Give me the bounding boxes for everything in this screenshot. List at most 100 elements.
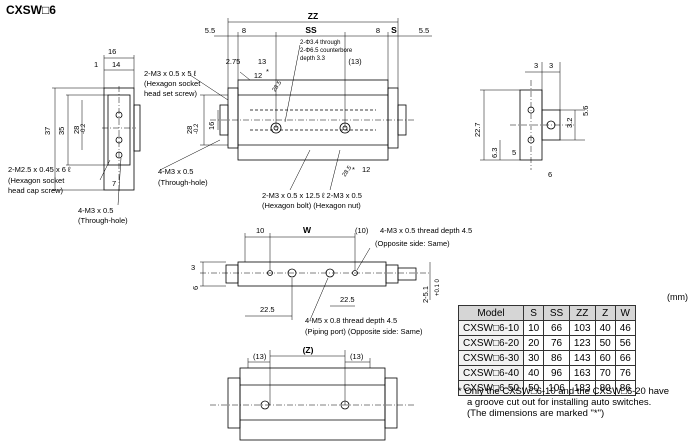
dim-13-bottom-left: (13) [253,352,267,361]
cell: 106 [543,380,570,396]
callout-piping: (Piping port) (Opposite side: Same) [305,327,423,336]
cell: 50 [594,335,616,351]
z-label: (Z) [303,345,314,355]
callout-m2-5: 2-M2.5 x 0.45 x 6 ℓ [8,165,71,174]
callout-opposite: (Opposite side: Same) [375,239,450,248]
dim-8-right: 8 [376,26,380,35]
dim-8-left: 8 [242,26,246,35]
star-bottom: * [352,165,355,174]
cell: CXSW□6-30 [457,350,525,366]
callout-m3x5: 2-M3 x 0.5 x 5 ℓ [144,69,197,78]
front-view [210,79,415,161]
drawing-title: CXSW□6 [6,3,56,17]
cell: CXSW□6-20 [457,335,525,351]
cell: 50 [523,380,545,396]
table-row: CXSW□6-30 30 86 143 60 66 [457,350,636,366]
col-ss: SS [543,305,570,321]
cell: 86 [543,350,570,366]
dim-28-tol: -0.2 [81,123,87,134]
cell: 20 [523,335,545,351]
cell: 66 [614,350,636,366]
table-row: CXSW□6-50 50 106 183 80 86 [457,380,636,396]
dim-3-side: 3 [191,263,195,272]
callout-through-hole-mid: (Through-hole) [158,178,208,187]
dim-6-3: 6.3 [490,148,499,158]
footnote: * Only the CXSW□6-10 and the CXSW□6-20 h… [458,386,698,419]
cell: 30 [523,350,545,366]
dim-28-5-top: 28.5 [272,80,284,94]
cell: 86 [614,380,636,396]
callout-m5: 4-M5 x 0.8 thread depth 4.5 [305,316,397,325]
cell: 60 [594,350,616,366]
cell: 40 [594,320,616,336]
dim-1: 1 [94,60,98,69]
col-s: S [523,305,545,321]
dim-2-5-1-tol: +0.1 0 [435,278,441,296]
right-end-view [510,80,575,170]
dimension-table: Model S SS ZZ Z W CXSW□6-10 10 66 103 40… [457,305,636,396]
cell: 76 [614,365,636,381]
bottom-view [210,367,415,441]
callout-hex-socket: (Hexagon socket [144,79,201,88]
dim-10: 10 [256,226,264,235]
table-header-row: Model S SS ZZ Z W [457,305,636,321]
col-z: Z [594,305,616,321]
cell: 56 [614,335,636,351]
dim-3-2: 3.2 [565,118,574,128]
dim-35: 35 [57,127,66,135]
callout-thread: 4-M3 x 0.5 thread depth 4.5 [380,226,472,235]
cell: CXSW□6-40 [457,365,525,381]
dim-6-side: 6 [191,286,200,290]
dim-22-7: 22.7 [473,122,482,137]
dim-2-75: 2.75 [226,57,241,66]
cell: 66 [543,320,570,336]
table-row: CXSW□6-20 20 76 123 50 56 [457,335,636,351]
dim-22-5-b: 22.5 [340,295,355,304]
callout-bolt-sub: (Hexagon bolt) (Hexagon nut) [262,201,361,210]
dim-28: 28 [72,126,81,134]
callout-counterbore: 2-Φ6.5 counterbore [300,48,353,54]
cell: 163 [568,365,596,381]
cell: 70 [594,365,616,381]
cell: 103 [568,320,596,336]
dim-28-side: 28 [185,126,194,134]
footnote-line: (The dimensions are marked "*") [467,408,605,419]
table-row: CXSW□6-10 10 66 103 40 46 [457,320,636,336]
left-end-view [102,86,141,192]
dim-37: 37 [43,127,52,135]
dim-28-5-bottom: 28.5 [342,165,354,179]
cell: 40 [523,365,545,381]
dim-3-a: 3 [534,61,538,70]
footnote-line: * Only the CXSW□6-10 and the CXSW□6-20 h… [458,386,670,397]
callout-m3-through-mid: 4-M3 x 0.5 [158,167,193,176]
footnote-line: a groove cut out for installing auto swi… [467,397,652,408]
callout-head-set: head set screw) [144,89,197,98]
dim-5: 5 [512,148,516,157]
star-top: * [266,67,269,76]
dim-5-6: 5.6 [581,106,590,116]
dim-5-5-right: 5.5 [419,26,429,35]
dim-16-side: 16 [207,122,216,130]
dim-13-paren: (13) [348,57,362,66]
callout-depth: depth 3.3 [300,56,326,62]
s-label: S [391,25,397,35]
cell: 46 [614,320,636,336]
dim-14: 14 [112,60,120,69]
callout-bolt: 2-M3 x 0.5 x 12.5 ℓ 2-M3 x 0.5 [262,191,362,200]
col-w: W [614,305,636,321]
callout-through-hole-left: (Through-hole) [78,216,128,225]
dim-10-paren: (10) [355,226,369,235]
callout-hex-socket-2: (Hexagon socket [8,176,65,185]
dim-6-right: 6 [548,170,552,179]
cell: 143 [568,350,596,366]
dim-22-5-a: 22.5 [260,305,275,314]
zz-label: ZZ [308,11,318,21]
w-label: W [303,225,312,235]
cell: 76 [543,335,570,351]
cell: 96 [543,365,570,381]
dim-12-bottom: 12 [362,165,370,174]
table-row: CXSW□6-40 40 96 163 70 76 [457,365,636,381]
callout-through: 2-Φ3.4 through [300,40,340,46]
dim-13: 13 [258,57,266,66]
col-zz: ZZ [568,305,596,321]
